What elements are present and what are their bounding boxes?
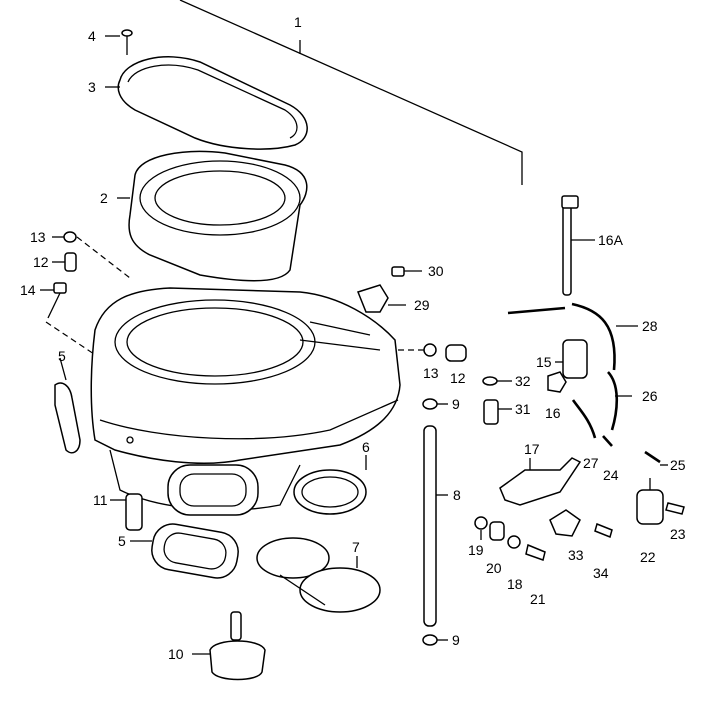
part-32-washer <box>482 376 512 386</box>
part-29-bracket <box>357 284 406 313</box>
part-28-hose <box>507 302 638 371</box>
part-21-bolt <box>525 543 546 561</box>
part-labels: 1 4 3 2 13 12 14 5 11 5 10 6 7 30 29 13 … <box>20 14 686 662</box>
part-22-filter <box>636 478 664 525</box>
part-33-cover <box>549 509 581 537</box>
part-12-grommet-right <box>445 344 467 362</box>
part-6-boot <box>293 455 367 515</box>
label-33: 33 <box>568 547 584 563</box>
label-24: 24 <box>603 467 619 483</box>
part-20-spacer <box>489 521 505 541</box>
label-5-upper: 5 <box>58 348 66 364</box>
part-8-drain-hose <box>423 425 448 627</box>
label-34: 34 <box>593 565 609 581</box>
label-19: 19 <box>468 542 484 558</box>
part-17-bracket <box>499 457 582 506</box>
part-3-air-cleaner-cover <box>105 56 308 150</box>
part-4-screw <box>105 29 133 55</box>
label-32: 32 <box>515 373 531 389</box>
label-16: 16 <box>545 405 561 421</box>
label-12-left: 12 <box>33 254 49 270</box>
part-25-hose <box>644 450 668 466</box>
label-31: 31 <box>515 401 531 417</box>
label-14: 14 <box>20 282 36 298</box>
part-13-clamp-right <box>398 343 437 357</box>
label-27: 27 <box>583 455 599 471</box>
part-11-fitting <box>110 493 143 531</box>
label-22: 22 <box>640 549 656 565</box>
part-13-clamp-left <box>52 231 77 243</box>
part-34-screw <box>594 522 613 539</box>
label-15: 15 <box>536 354 552 370</box>
label-11: 11 <box>93 492 108 508</box>
label-29: 29 <box>414 297 430 313</box>
label-9-upper: 9 <box>452 396 460 412</box>
label-16a: 16A <box>598 232 624 248</box>
label-17: 17 <box>524 441 540 457</box>
part-19-grommet <box>474 516 488 540</box>
part-27-hose <box>571 399 597 439</box>
label-6: 6 <box>362 439 370 455</box>
part-9-clamp-lower <box>422 634 448 646</box>
part-5-seal-lower <box>130 523 239 579</box>
part-9-clamp-upper <box>422 398 448 410</box>
part-14-bolt <box>40 282 67 319</box>
label-23: 23 <box>670 526 686 542</box>
label-21: 21 <box>530 591 546 607</box>
part-23-screw <box>665 502 685 515</box>
label-4: 4 <box>88 28 96 44</box>
label-18: 18 <box>507 576 523 592</box>
assembly-bracket-1 <box>179 0 523 185</box>
part-7-clamp-pair <box>256 537 381 613</box>
intake-duct-opening <box>167 464 259 516</box>
label-3: 3 <box>88 79 96 95</box>
label-28: 28 <box>642 318 658 334</box>
label-26: 26 <box>642 388 658 404</box>
label-13-left: 13 <box>30 229 46 245</box>
part-2-filter-element <box>117 150 308 282</box>
part-30-screw <box>391 266 422 277</box>
label-5-lower: 5 <box>118 533 126 549</box>
part-16-holder <box>547 371 567 393</box>
part-16a-rod <box>561 195 595 296</box>
label-8: 8 <box>453 487 461 503</box>
label-10: 10 <box>168 646 184 662</box>
label-25: 25 <box>670 457 686 473</box>
part-24-hose <box>602 435 613 447</box>
label-20: 20 <box>486 560 502 576</box>
part-31-fitting <box>483 399 512 425</box>
label-1: 1 <box>294 14 302 30</box>
part-26-hose <box>606 371 632 431</box>
label-9-lower: 9 <box>452 632 460 648</box>
part-15-solenoid-valve <box>555 339 588 379</box>
label-7: 7 <box>352 539 360 555</box>
part-10-drain-plug <box>192 611 266 681</box>
label-2: 2 <box>100 190 108 206</box>
part-18-washer <box>507 535 521 549</box>
part-5-seal-left <box>54 357 81 454</box>
part-12-grommet-left <box>52 252 77 272</box>
label-30: 30 <box>428 263 444 279</box>
label-12-right: 12 <box>450 370 466 386</box>
label-13-right: 13 <box>423 365 439 381</box>
